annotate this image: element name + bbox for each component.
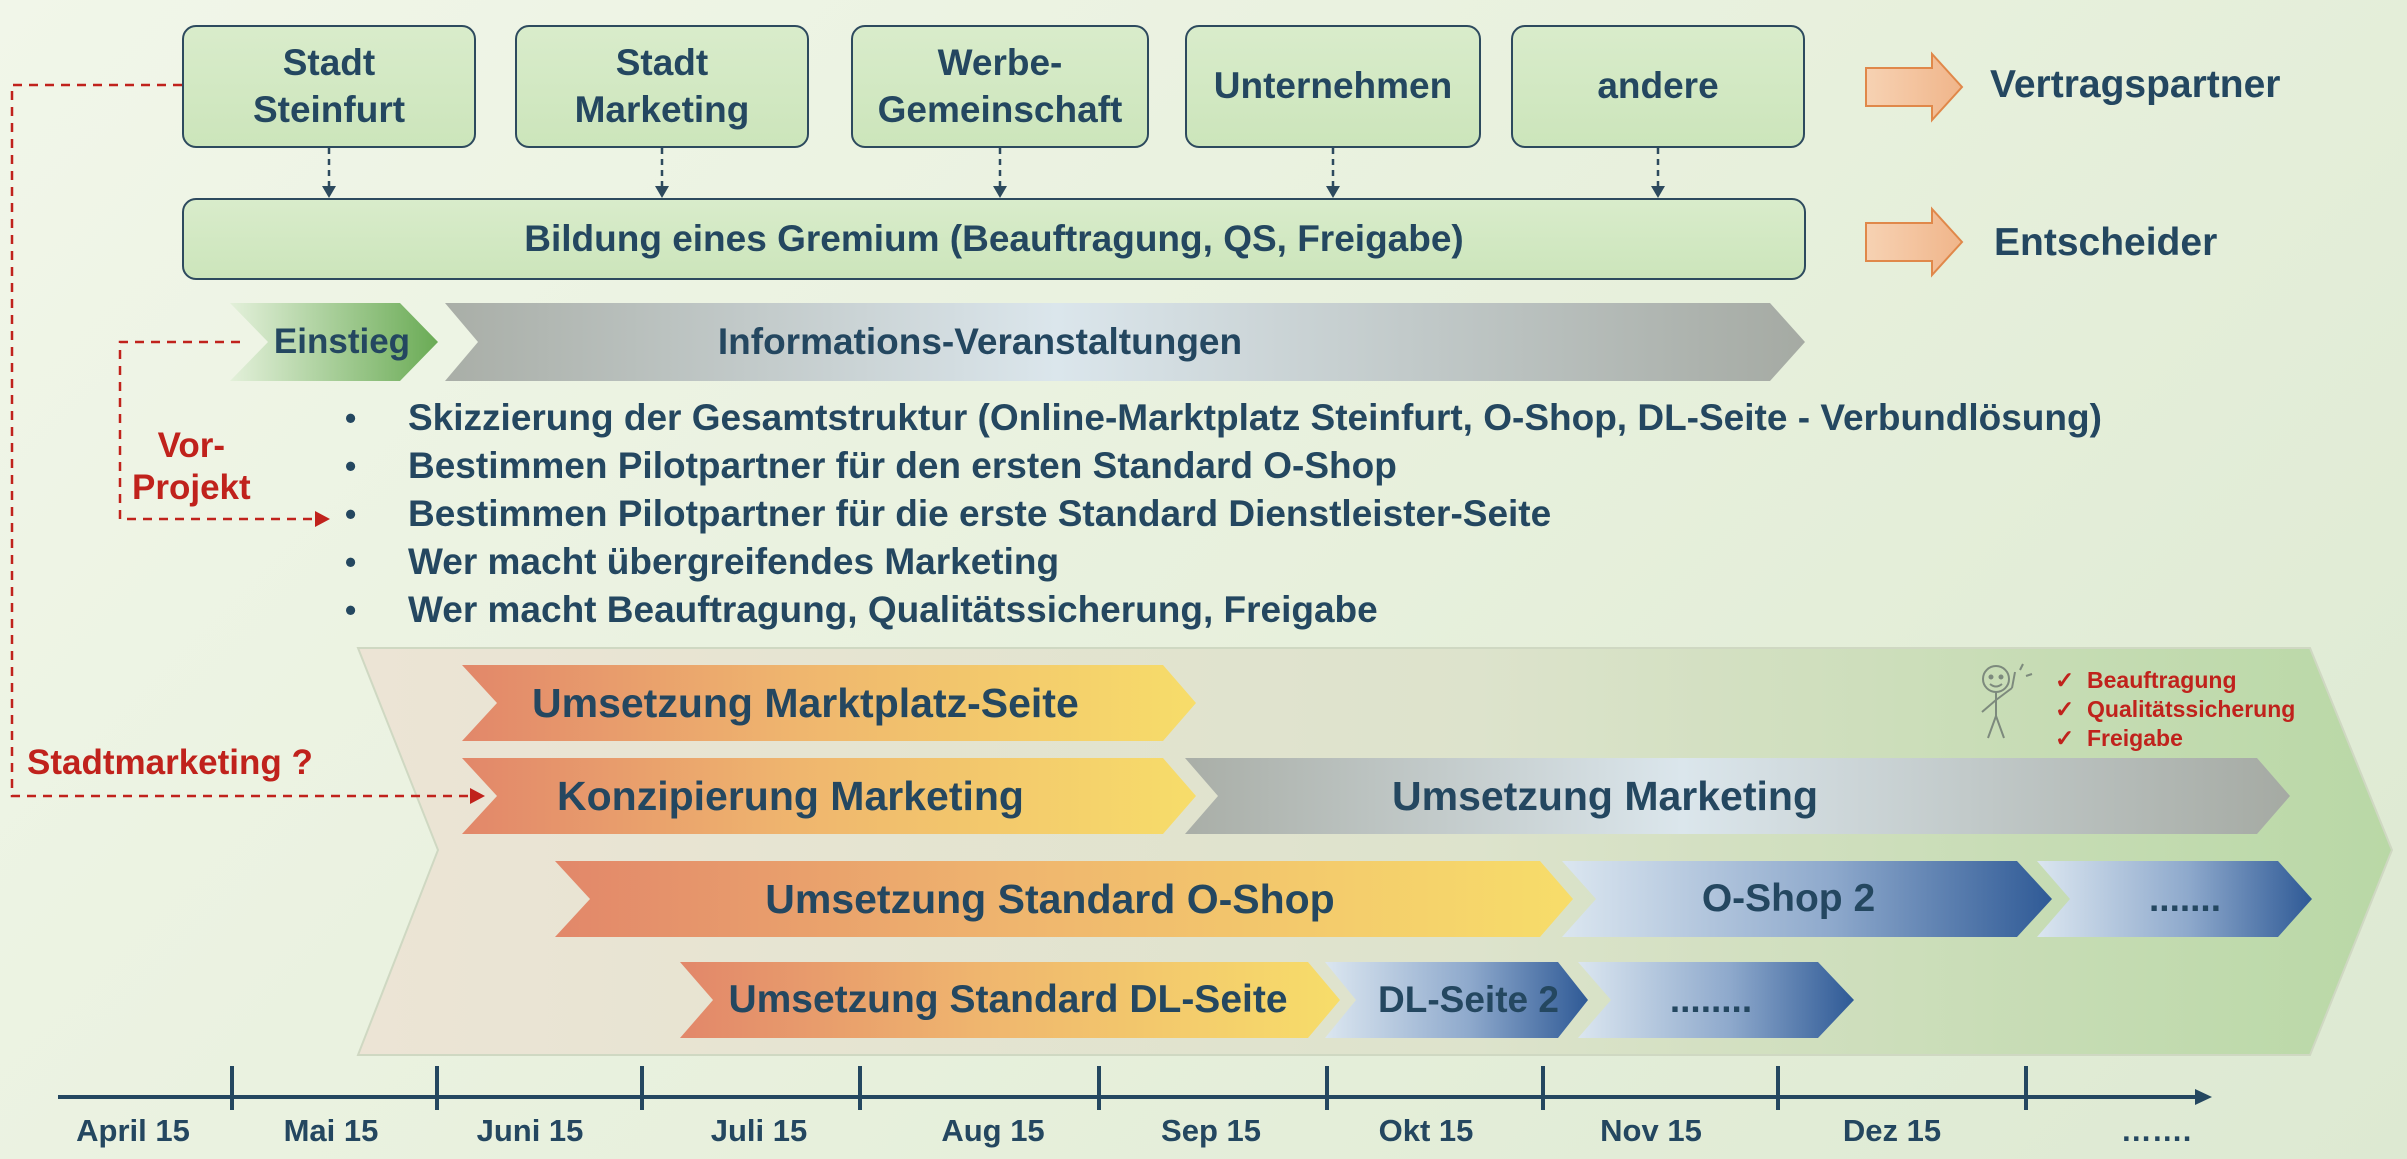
stadtmarketing-label: Stadtmarketing ? bbox=[27, 743, 313, 782]
bullet-item: •Wer macht Beauftragung, Qualitätssicher… bbox=[345, 586, 2102, 634]
entscheider-arrow bbox=[1865, 206, 1964, 278]
dl2-arrow bbox=[1325, 962, 1588, 1038]
partner-unternehmen: Unternehmen bbox=[1185, 25, 1481, 148]
month-label: Nov 15 bbox=[1600, 1113, 1702, 1148]
vertragspartner-arrow bbox=[1865, 51, 1964, 123]
bullet-icon: • bbox=[345, 400, 357, 436]
month-label: Juli 15 bbox=[710, 1113, 808, 1148]
bullet-item: •Bestimmen Pilotpartner für den ersten S… bbox=[345, 442, 2102, 490]
oshop-label: Umsetzung Standard O-Shop bbox=[765, 875, 1335, 922]
marktplatz-label: Umsetzung Marktplatz-Seite bbox=[532, 679, 1079, 726]
month-label: April 15 bbox=[76, 1113, 190, 1148]
stadtmarketing-connector bbox=[10, 83, 470, 798]
checklist-item: ✓Beauftragung bbox=[2055, 667, 2237, 693]
month-label: Juni 15 bbox=[476, 1113, 584, 1148]
vorprojekt-connector bbox=[118, 340, 315, 521]
marktplatz-arrow bbox=[462, 665, 1196, 741]
bullet-icon: • bbox=[345, 496, 357, 532]
dl-more-label: ........ bbox=[1669, 979, 1753, 1020]
bullet-icon: • bbox=[345, 544, 357, 580]
month-label: Sep 15 bbox=[1161, 1113, 1261, 1148]
check-icon: ✓ bbox=[2055, 725, 2075, 751]
checklist: ✓Beauftragung ✓Qualitätssicherung ✓Freig… bbox=[2055, 666, 2295, 753]
checklist-item: ✓Freigabe bbox=[2055, 725, 2183, 751]
timeline bbox=[58, 1066, 2212, 1110]
bullet-list: •Skizzierung der Gesamtstruktur (Online-… bbox=[345, 394, 2102, 634]
partner-connectors bbox=[322, 148, 1665, 198]
dl2-label: DL-Seite 2 bbox=[1378, 979, 1559, 1020]
oshop-arrow bbox=[555, 861, 1573, 937]
umsetzung-marketing-arrow bbox=[1185, 758, 2290, 834]
partner-stadt-steinfurt: Stadt Steinfurt bbox=[182, 25, 476, 148]
month-label: Dez 15 bbox=[1842, 1113, 1942, 1148]
gremium-box: Bildung eines Gremium (Beauftragung, QS,… bbox=[182, 198, 1806, 280]
bullet-icon: • bbox=[345, 448, 357, 484]
bullet-item: •Bestimmen Pilotpartner für die erste St… bbox=[345, 490, 2102, 538]
oshop2-label: O-Shop 2 bbox=[1701, 877, 1876, 920]
info-arrow bbox=[445, 303, 1805, 381]
check-icon: ✓ bbox=[2055, 667, 2075, 693]
partner-werbegemeinschaft: Werbe- Gemeinschaft bbox=[851, 25, 1149, 148]
bullet-item: •Skizzierung der Gesamtstruktur (Online-… bbox=[345, 394, 2102, 442]
umsetzung-marketing-label: Umsetzung Marketing bbox=[1392, 772, 1818, 819]
check-icon: ✓ bbox=[2055, 696, 2075, 722]
month-label: Mai 15 bbox=[283, 1113, 379, 1148]
checklist-item: ✓Qualitätssicherung bbox=[2055, 696, 2296, 722]
bullet-icon: • bbox=[345, 592, 357, 628]
bullet-item: •Wer macht übergreifendes Marketing bbox=[345, 538, 2102, 586]
dl-arrow bbox=[680, 962, 1340, 1038]
project-phase-chevron bbox=[356, 647, 2394, 1056]
role-entscheider: Entscheider bbox=[1994, 221, 2218, 264]
partner-andere: andere bbox=[1511, 25, 1805, 148]
einstieg-arrow bbox=[230, 303, 438, 381]
month-label: ……. bbox=[2120, 1113, 2192, 1148]
role-vertragspartner: Vertragspartner bbox=[1990, 63, 2281, 106]
month-label: Okt 15 bbox=[1378, 1113, 1474, 1148]
dl-more-arrow bbox=[1578, 962, 1854, 1038]
month-label: Aug 15 bbox=[941, 1113, 1045, 1148]
info-label: Informations-Veranstaltungen bbox=[717, 321, 1243, 362]
stick-figure-icon bbox=[1981, 663, 2033, 739]
konzipierung-label: Konzipierung Marketing bbox=[557, 772, 1024, 819]
konzipierung-arrow bbox=[462, 758, 1196, 834]
vorprojekt-label: Vor- Projekt bbox=[132, 426, 251, 507]
partner-stadt-marketing: Stadt Marketing bbox=[515, 25, 809, 148]
oshop-more-label: ....... bbox=[2149, 878, 2221, 919]
oshop-more-arrow bbox=[2037, 861, 2312, 937]
dl-label: Umsetzung Standard DL-Seite bbox=[728, 978, 1288, 1021]
oshop2-arrow bbox=[1562, 861, 2052, 937]
einstieg-label: Einstieg bbox=[273, 322, 411, 361]
